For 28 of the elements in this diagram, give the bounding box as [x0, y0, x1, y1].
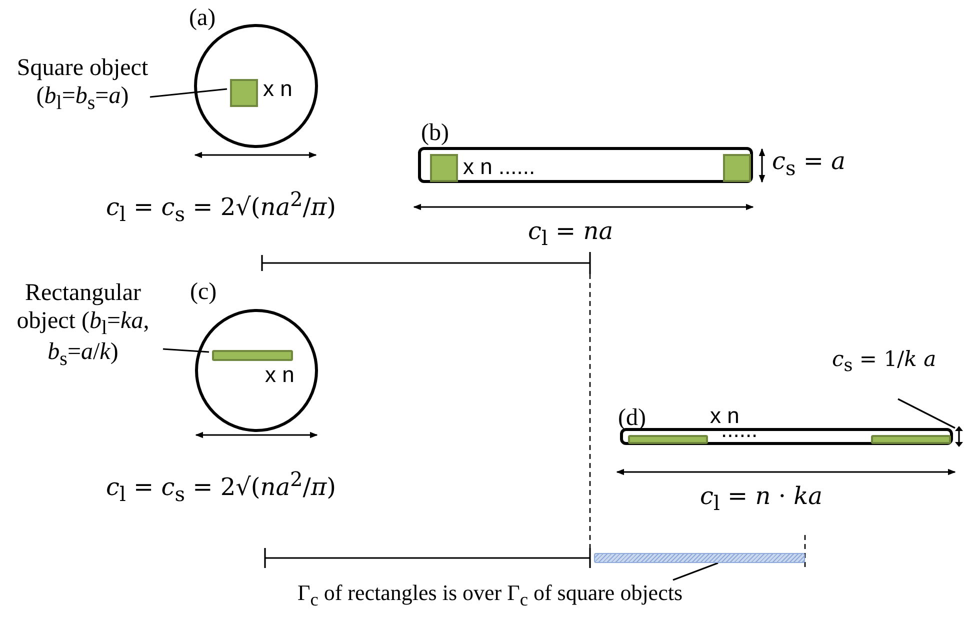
rectangular-object: [628, 435, 708, 444]
callout-text: Rectangular object (b$_{l}$=ka, b$_{s}$=a/k): [3, 280, 163, 395]
rectangular-object: [212, 350, 293, 361]
square-object: [723, 154, 751, 182]
panel-label: (c): [190, 279, 217, 306]
multiplier-text: x n: [263, 77, 292, 102]
leader-line: [672, 562, 718, 581]
multiplier-text: x n: [265, 363, 294, 388]
formula-label: c$_{l}$ = c$_{s}$ = 2√(na$^{2}$/π): [106, 188, 336, 225]
panel-label: (d): [618, 405, 646, 432]
rectangular-object: [871, 435, 951, 444]
callout-text: Square object (b$_{l}$=b$_{s}$=a): [15, 55, 150, 147]
formula-label: c$_{l}$ = c$_{s}$ = 2√(na$^{2}$/π): [106, 468, 336, 505]
panel-label: (a): [189, 5, 216, 32]
formula-label: c$_{l}$ = na: [528, 218, 613, 249]
leader-line: [150, 88, 228, 98]
formula-label: c$_{s}$ = a: [772, 148, 846, 179]
multiplier-text: x n ......: [463, 155, 536, 180]
leader-line: [162, 348, 210, 353]
formula-label: c$_{l}$ = n · ka: [700, 483, 822, 514]
hatched-bar: [594, 553, 805, 563]
dimension-arrow: [955, 426, 963, 447]
callout-text: Γ$_{c}$ of rectangles is over Γ$_{c}$ of square objects: [228, 580, 752, 610]
callout-text: c$_{s}$ = 1/k a: [832, 333, 952, 399]
square-object: [230, 79, 258, 107]
square-object: [430, 154, 458, 182]
panel-label: (b): [421, 120, 449, 146]
leader-line: [898, 398, 956, 429]
